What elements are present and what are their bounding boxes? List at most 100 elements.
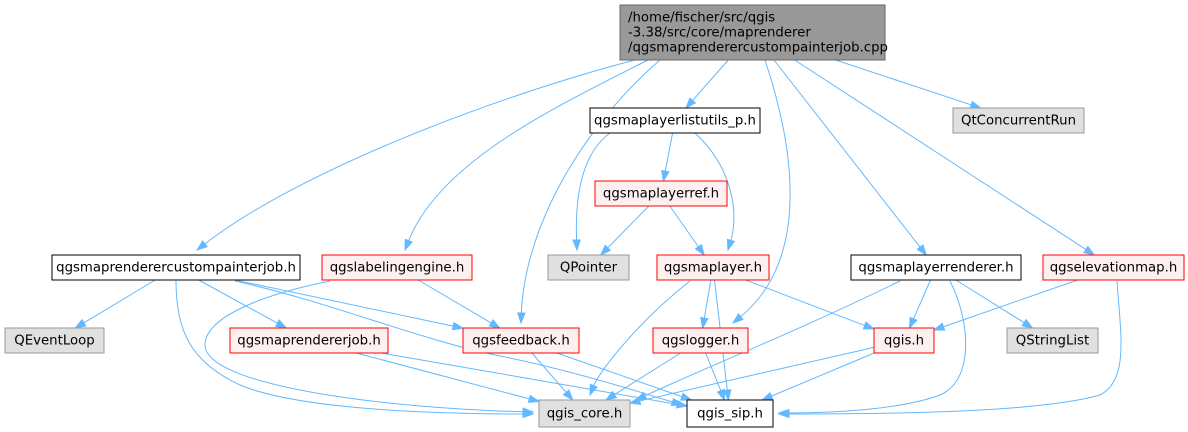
edge-elev-to-qgis [932,279,1078,331]
edge-root-to-mlrend [773,59,928,257]
node-fb[interactable]: qgsfeedback.h [462,327,580,354]
node-elev[interactable]: qgselevationmap.h [1042,254,1185,281]
edge-line [794,59,1088,251]
node-mlrend[interactable]: qgsmaplayerrenderer.h [850,254,1022,281]
node-label: qgis.h [884,334,924,349]
node-box [850,254,1022,281]
edge-mrj-to-sip [381,352,689,409]
edge-line [835,59,973,106]
node-mlu[interactable]: qgsmaplayerlistutils_p.h [589,107,761,134]
node-box [321,254,473,281]
node-qgis[interactable]: qgis.h [873,327,935,354]
node-label: qgis_core.h [547,407,623,422]
node-root[interactable]: /home/fischer/src/qgis-3.38/src/core/map… [619,4,888,61]
edge-le-to-core [204,280,535,417]
edge-arrowhead [862,321,876,330]
node-sip[interactable]: qgis_sip.h [686,399,774,428]
edge-mlrend-to-qsl [955,279,1034,329]
node-label: qgsmaprendererjob.h [237,334,381,349]
edge-qgis-to-core [628,346,875,405]
node-box [594,180,728,207]
edge-root-to-mrcpj [195,59,636,251]
edge-mlu-to-mlr [661,132,674,183]
node-qel[interactable]: QEventLoop [4,327,105,354]
edge-line [669,205,700,248]
edge-line [703,279,712,320]
edge-arrowhead [404,238,413,252]
node-box [229,327,389,354]
edge-line [175,280,525,415]
edge-arrowhead [661,169,670,183]
node-label: qgsmaprenderercustompainterjob.h [56,261,296,276]
node-box [589,107,761,134]
node-mrj[interactable]: qgsmaprendererjob.h [229,327,389,354]
node-box [1042,254,1185,281]
node-mrcpj[interactable]: qgsmaprenderercustompainterjob.h [51,254,301,281]
edge-line [691,59,729,102]
edge-line [234,280,674,403]
edge-arrowhead [74,318,87,329]
edge-line [745,279,866,327]
edge-line [592,280,691,387]
edge-arrowhead [522,407,535,417]
edge-arrowhead [274,319,288,329]
edge-line [356,352,531,400]
node-box [619,4,886,61]
node-ml[interactable]: qgsmaplayer.h [656,254,770,281]
node-label: qgslogger.h [662,334,740,349]
edge-mlrend-to-sip [777,280,967,418]
node-le[interactable]: qgslabelingengine.h [321,254,473,281]
edge-fb-to-sip [556,352,693,401]
node-label: qgsmaplayerlistutils_p.h [594,114,756,129]
edge-mlrend-to-qgis [908,279,931,330]
edge-mrcpj-to-fb [234,279,465,331]
node-qtcr[interactable]: QtConcurrentRun [952,107,1085,134]
node-core[interactable]: qgis_core.h [538,399,631,428]
edge-arrowhead [726,238,736,252]
edge-line [638,346,875,402]
node-label: qgsmaplayerrenderer.h [858,261,1013,276]
edge-mlu-to-qptr [572,132,611,252]
node-qsl[interactable]: QStringList [1006,327,1099,354]
edge-line [643,280,901,397]
node-box [538,399,631,428]
edge-mlu-to-ml [694,132,736,252]
edge-layer [74,59,1122,419]
node-label: QtConcurrentRun [961,114,1076,129]
edge-line [234,279,455,327]
edge-ml-to-log [700,279,712,330]
node-box [547,254,630,281]
edge-root-to-elev [794,59,1096,256]
node-qptr[interactable]: QPointer [547,254,630,281]
edge-arrowhead [777,409,790,419]
edge-arrowhead [1083,245,1096,256]
node-label: qgsmaplayerref.h [603,187,719,202]
node-label: QEventLoop [14,334,94,349]
edge-mrcpj-to-mrj [198,279,288,329]
edge-arrowhead [694,243,706,257]
node-label: qgsfeedback.h [472,334,570,349]
node-mlr[interactable]: qgsmaplayerref.h [594,180,728,207]
edge-arrowhead [680,392,693,401]
edge-arrowhead [195,240,208,251]
edge-line [739,59,791,318]
edge-arrowhead [722,389,732,402]
edge-arrowhead [969,100,983,109]
node-log[interactable]: qgslogger.h [652,327,749,354]
node-box [51,254,301,281]
node-box [462,327,580,354]
edge-line [664,132,674,173]
edge-line [770,352,875,397]
node-layer: /home/fischer/src/qgis-3.38/src/core/map… [4,4,1185,428]
edge-line [575,132,611,242]
edge-arrowhead [685,97,697,110]
edge-arrowhead [1021,318,1034,329]
edge-line [203,59,636,245]
edge-line [787,280,1122,415]
edge-line [912,279,931,321]
edge-fb-to-core [531,352,574,402]
edge-arrowhead [488,318,502,329]
node-label: qgsmaplayer.h [664,261,762,276]
node-label: qgselevationmap.h [1050,261,1178,276]
